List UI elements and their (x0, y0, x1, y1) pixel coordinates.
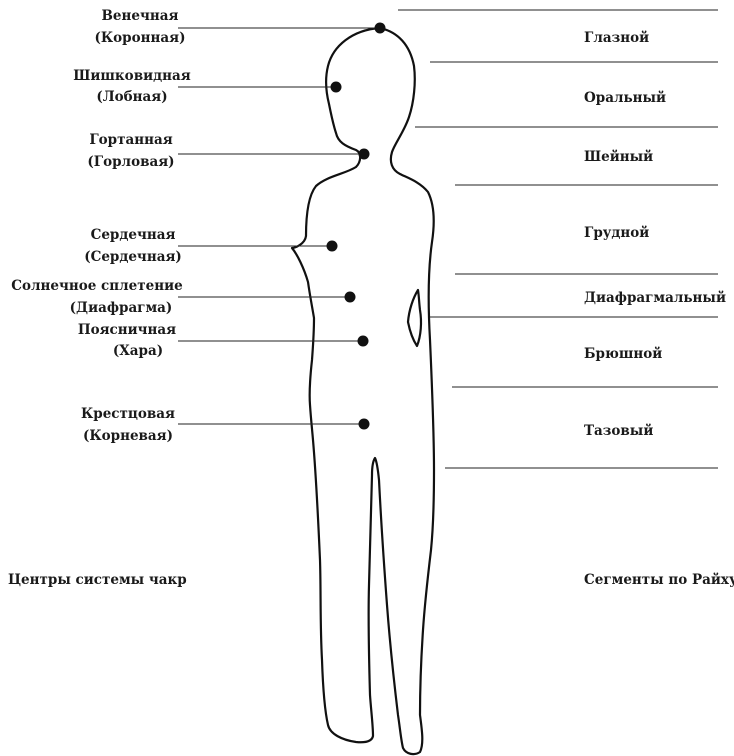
chakra-markers (178, 23, 386, 430)
chakra-name: Шишковидная (73, 68, 190, 84)
chakra-dot (358, 336, 369, 347)
segment-label-list: Глазной Оральный Шейный Грудной Диафрагм… (584, 30, 726, 439)
chakra-dot (331, 82, 342, 93)
segment-label: Грудной (584, 225, 649, 241)
segment-label: Шейный (584, 149, 653, 165)
chakra-dot (345, 292, 356, 303)
segment-label: Брюшной (584, 346, 662, 362)
body-outline (292, 28, 434, 754)
chakra-dot (359, 149, 370, 160)
chakra-alt: (Хара) (113, 343, 163, 359)
chakra-name: Поясничная (78, 322, 176, 338)
chakra-alt: (Корневая) (83, 428, 173, 444)
arm-gap-outline (408, 290, 421, 346)
chakra-name: Сердечная (91, 227, 176, 243)
segment-label: Глазной (584, 30, 649, 46)
chakra-alt: (Сердечная) (84, 249, 182, 265)
chakra-alt: (Лобная) (96, 89, 167, 105)
chakra-label-list: Венечная (Коронная) Шишковидная (Лобная)… (11, 8, 190, 444)
chakra-name: Солнечное сплетение (11, 278, 182, 294)
chakra-system-caption: Центры системы чакр (8, 572, 187, 588)
segment-label: Тазовый (584, 423, 653, 439)
chakra-name: Гортанная (89, 132, 172, 148)
chakra-alt: (Коронная) (95, 30, 186, 46)
chakra-alt: (Горловая) (87, 154, 174, 170)
chakra-dot (359, 419, 370, 430)
segment-label: Оральный (584, 90, 666, 106)
body-figure (292, 28, 434, 754)
chakra-alt: (Диафрагма) (70, 300, 173, 316)
chakra-name: Венечная (102, 8, 179, 24)
segment-dividers (398, 10, 718, 468)
segment-label: Диафрагмальный (584, 290, 726, 306)
chakra-dot (327, 241, 338, 252)
reich-segments-caption: Сегменты по Райху (584, 572, 734, 588)
chakra-dot (375, 23, 386, 34)
chakra-name: Крестцовая (81, 406, 175, 422)
